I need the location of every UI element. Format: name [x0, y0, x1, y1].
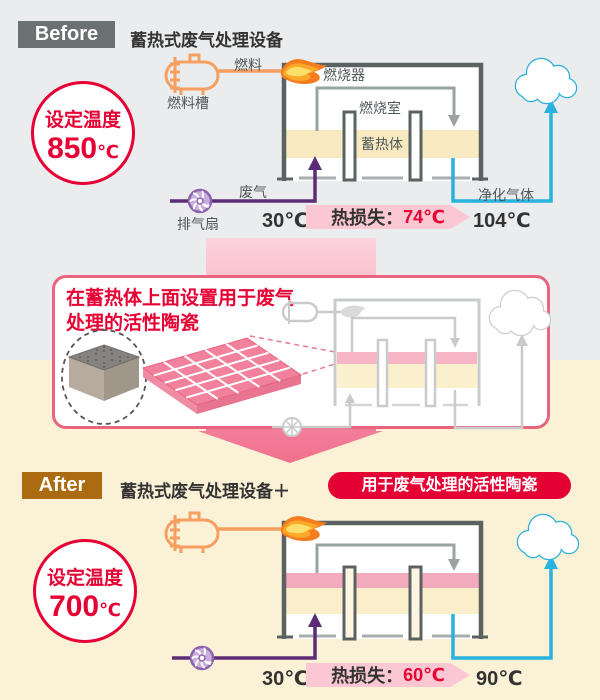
after-heat-loss-arrow: 热损失：60℃ [306, 663, 470, 687]
fuel-tank-icon [164, 511, 220, 555]
purified-gas-line [451, 568, 553, 660]
middle-illustration [61, 289, 552, 437]
inner-flow-line [315, 86, 456, 131]
ceramic-block-photo [67, 344, 141, 401]
chamber-walls [281, 520, 484, 639]
before-heat-loss-arrow: 热损失：74℃ [306, 205, 470, 229]
after-set-temp-value: 700℃ [49, 590, 121, 623]
before-diagram [164, 53, 578, 214]
before-set-temp-circle: 设定温度 850℃ [31, 81, 135, 185]
fuel-tank-label: 燃料槽 [167, 95, 209, 111]
pillar [342, 110, 357, 182]
before-title: 蓄热式废气处理设备 [130, 31, 283, 50]
after-outlet-temp: 90℃ [476, 668, 523, 690]
waste-gas-line [170, 169, 317, 203]
after-heat-loss-label: 热损失： [331, 666, 404, 686]
after-ceramic-pill: 用于废气处理的活性陶瓷 [328, 472, 571, 499]
burner-label: 燃烧器 [323, 67, 365, 83]
note-line2: 处理的活性陶瓷 [66, 313, 200, 334]
inner-flow-arrowhead [448, 115, 460, 127]
purified-gas-label: 净化气体 [478, 187, 534, 203]
pillar [408, 110, 423, 182]
fan-icon [189, 645, 215, 671]
cloud-icon [516, 513, 580, 561]
mat-callout-dashes [249, 335, 336, 375]
after-set-temp-circle: 设定温度 700℃ [33, 539, 137, 643]
purified-gas-arrowhead [544, 555, 558, 569]
before-heat-loss-value: 74℃ [403, 206, 445, 227]
fan-icon [187, 188, 213, 214]
fuel-label: 燃料 [234, 57, 262, 73]
waste-gas-line [172, 626, 317, 660]
after-set-temp-label: 设定温度 [46, 568, 123, 589]
pillar [342, 565, 357, 641]
before-set-temp-value: 850℃ [47, 132, 119, 165]
pillar [408, 565, 423, 641]
ceramic-tile-mat [141, 337, 303, 414]
waste-gas-arrowhead [308, 613, 322, 627]
before-set-temp-label: 设定温度 [44, 110, 121, 131]
before-heat-loss-label: 热损失： [331, 208, 404, 228]
inner-flow-line [315, 543, 456, 573]
waste-gas-arrowhead [308, 156, 322, 170]
heat-storage-band [286, 588, 479, 614]
purified-gas-line [451, 112, 553, 203]
purified-gas-arrowhead [544, 99, 558, 113]
heat-storage-label: 蓄热体 [361, 136, 403, 152]
before-badge: Before [18, 21, 115, 48]
note-line1: 在蓄热体上面设置用于废气 [66, 288, 295, 309]
ceramic-band [286, 573, 479, 588]
combustion-chamber-label: 燃烧室 [359, 100, 401, 116]
heat-storage-band [286, 130, 479, 158]
before-outlet-temp: 104℃ [473, 210, 531, 232]
exhaust-fan-label: 排气扇 [177, 216, 219, 232]
fuel-tank-icon [164, 53, 220, 97]
after-diagram [164, 511, 580, 671]
waste-gas-label: 废气 [239, 184, 267, 200]
after-inlet-temp: 30℃ [262, 668, 309, 690]
after-badge: After [22, 472, 102, 499]
chamber-walls [281, 62, 484, 181]
after-title: 蓄热式废气处理设备＋ [120, 482, 290, 501]
before-inlet-temp: 30℃ [262, 210, 309, 232]
mini-after-diagram [272, 289, 552, 437]
improvement-note-text: 在蓄热体上面设置用于废气 处理的活性陶瓷 [66, 286, 294, 336]
after-heat-loss-value: 60℃ [403, 664, 445, 685]
inner-flow-arrowhead [448, 559, 460, 571]
cloud-icon [514, 57, 578, 105]
